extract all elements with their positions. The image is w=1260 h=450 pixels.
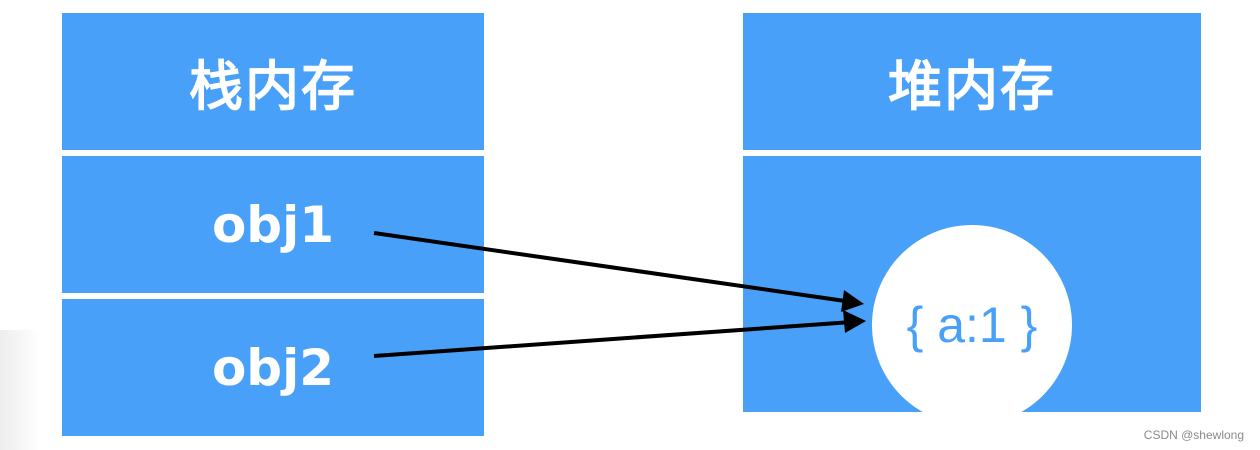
heap-object-label: { a:1 } (906, 297, 1038, 353)
stack-var-obj1: obj1 (211, 195, 335, 254)
stack-cell-obj2: obj2 (62, 299, 484, 436)
stack-memory-title: 栈内存 (189, 55, 357, 118)
stack-memory-header: 栈内存 (62, 13, 484, 150)
stack-cell-obj1: obj1 (62, 156, 484, 293)
left-edge-shade (0, 330, 40, 450)
heap-memory-header: 堆内存 (743, 13, 1201, 150)
heap-object-node: { a:1 } (872, 225, 1072, 425)
stack-var-obj2: obj2 (211, 338, 335, 397)
heap-memory-title: 堆内存 (888, 55, 1056, 118)
watermark: CSDN @shewlong (1143, 428, 1244, 442)
